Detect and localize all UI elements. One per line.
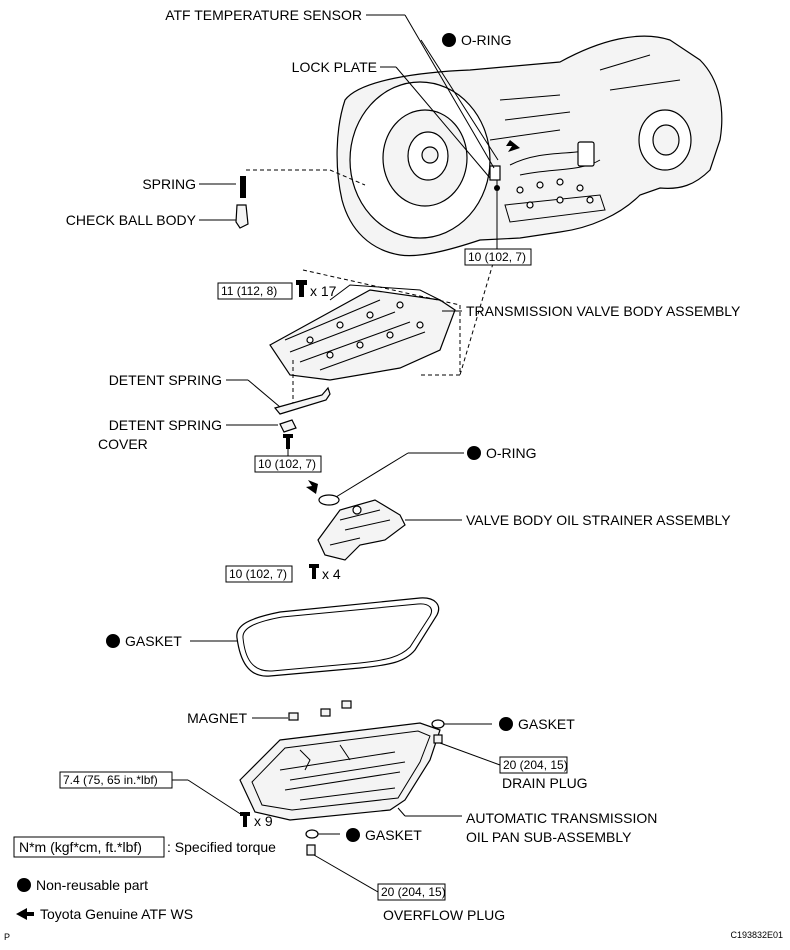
valve-body-illustration: [269, 284, 456, 381]
label-atf-temp-sensor: ATF TEMPERATURE SENSOR: [165, 7, 362, 23]
torque-box-oil-pan: [59, 771, 173, 789]
oil-strainer-illustration: [317, 499, 406, 561]
label-detent-spring: DETENT SPRING: [109, 372, 222, 388]
label-overflow-plug: OVERFLOW PLUG: [383, 907, 505, 923]
torque-detent: 10 (102, 7): [258, 457, 316, 471]
label-oil-pan-line2: OIL PAN SUB-ASSEMBLY: [466, 829, 632, 845]
legend-non-reusable: Non-reusable part: [36, 877, 148, 893]
label-detent-spring-cover-line1: DETENT SPRING: [109, 417, 222, 433]
non-reusable-dot-icon: [106, 634, 120, 648]
torque-box-drain: [499, 756, 568, 774]
drain-gasket-part: [431, 719, 445, 729]
overflow-gasket-part: [305, 829, 319, 839]
pan-gasket-part: [236, 597, 440, 677]
torque-strainer: 10 (102, 7): [229, 567, 287, 581]
legend-torque-desc: : Specified torque: [167, 839, 276, 855]
apply-atf-arrow-icon: [16, 908, 34, 920]
label-spring: SPRING: [142, 176, 196, 192]
magnet-part: [341, 700, 352, 709]
non-reusable-dot-icon: [499, 717, 513, 731]
corner-letter: P: [4, 932, 10, 942]
label-o-ring-top: O-RING: [461, 32, 512, 48]
non-reusable-dot-icon: [467, 446, 481, 460]
qty-valve-body-bolts: x 17: [310, 283, 337, 299]
torque-oil-pan: 7.4 (75, 65 in.*lbf): [63, 773, 158, 787]
torque-valve-body: 11 (112, 8): [221, 284, 277, 298]
drain-plug-part: [433, 734, 443, 744]
leader-o-ring-top: [420, 39, 499, 161]
label-oil-pan-line1: AUTOMATIC TRANSMISSION: [466, 810, 657, 826]
label-overflow-gasket: GASKET: [365, 827, 422, 843]
detent-spring-part: [273, 386, 331, 415]
torque-box-overflow: [377, 883, 446, 901]
label-check-ball-body: CHECK BALL BODY: [66, 212, 197, 228]
check-ball-body-part: [235, 204, 249, 229]
figure-code: C193832E01: [730, 930, 783, 940]
label-o-ring-mid: O-RING: [486, 445, 537, 461]
o-ring-mid-part: [318, 494, 340, 506]
legend-torque-box: [13, 836, 165, 858]
apply-atf-arrow-icon: [306, 480, 318, 494]
label-valve-body: TRANSMISSION VALVE BODY ASSEMBLY: [466, 303, 741, 319]
non-reusable-dot-icon: [346, 828, 360, 842]
torque-sensor: 10 (102, 7): [468, 250, 526, 264]
torque-box-strainer: [225, 565, 293, 583]
label-pan-gasket: GASKET: [125, 633, 182, 649]
torque-box-sensor: [464, 248, 532, 266]
qty-strainer-bolts: x 4: [322, 566, 341, 582]
detent-cover-part: [279, 419, 297, 433]
label-drain-gasket: GASKET: [518, 716, 575, 732]
magnet-part: [320, 708, 331, 717]
torque-overflow: 20 (204, 15): [381, 885, 446, 899]
overflow-plug-part: [306, 844, 316, 856]
label-drain-plug: DRAIN PLUG: [502, 775, 588, 791]
torque-box-valve-body: [217, 282, 293, 300]
legend-atf: Toyota Genuine ATF WS: [40, 906, 193, 922]
non-reusable-dot-icon: [442, 33, 456, 47]
torque-drain: 20 (204, 15): [503, 758, 568, 772]
legend-torque-unit: N*m (kgf*cm, ft.*lbf): [19, 839, 142, 855]
label-oil-strainer: VALVE BODY OIL STRAINER ASSEMBLY: [466, 512, 731, 528]
magnet-part: [288, 712, 299, 721]
transmission-housing-illustration: [336, 35, 723, 257]
label-detent-spring-cover-line2: COVER: [98, 436, 148, 452]
oil-pan-illustration: [239, 722, 441, 821]
label-lock-plate: LOCK PLATE: [292, 59, 377, 75]
apply-atf-arrow-icon: [506, 140, 520, 152]
non-reusable-dot-icon: [17, 878, 31, 892]
spring-part: [240, 176, 246, 198]
label-magnet: MAGNET: [187, 710, 247, 726]
qty-oil-pan-bolts: x 9: [254, 813, 273, 829]
